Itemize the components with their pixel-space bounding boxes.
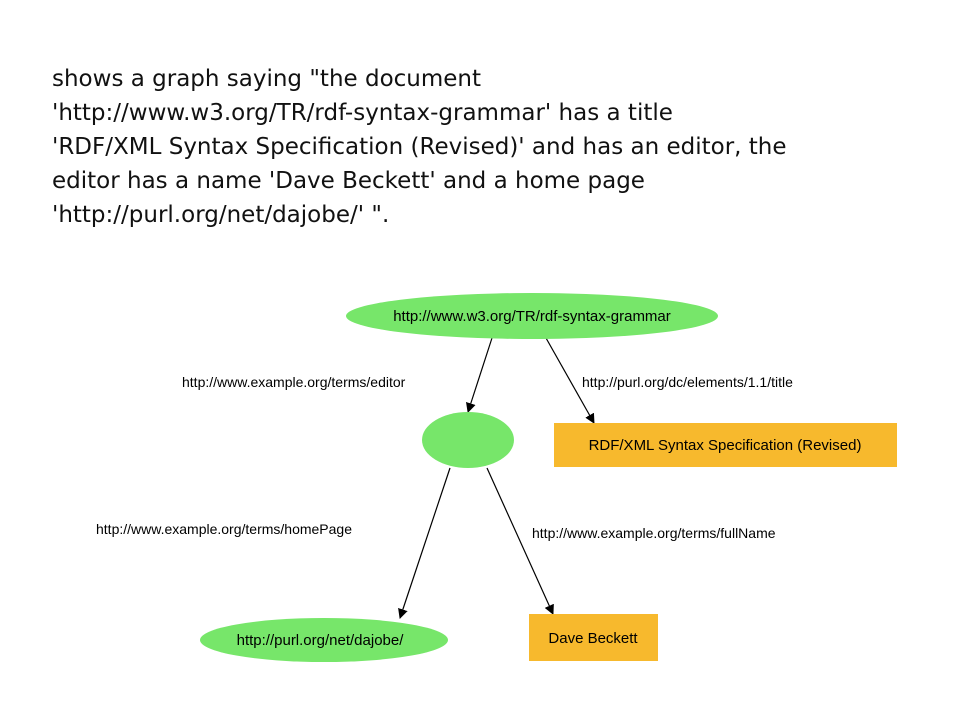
edge-label-editor: http://www.example.org/terms/editor bbox=[182, 374, 406, 390]
node-homepage bbox=[200, 618, 448, 662]
node-document bbox=[346, 293, 718, 339]
caption-line-3: 'RDF/XML Syntax Specification (Revised)'… bbox=[52, 134, 787, 160]
caption-line-2: 'http://www.w3.org/TR/rdf-syntax-grammar… bbox=[52, 100, 673, 126]
caption-line-1: shows a graph saying "the document bbox=[52, 66, 482, 92]
node-title-literal-label: RDF/XML Syntax Specification (Revised) bbox=[589, 437, 862, 454]
node-homepage-label: http://purl.org/net/dajobe/ bbox=[237, 632, 405, 649]
node-editor-blank bbox=[422, 412, 514, 468]
edge-label-fullname: http://www.example.org/terms/fullName bbox=[532, 525, 776, 541]
node-name-literal bbox=[529, 614, 658, 661]
edge-fullname-line bbox=[486, 467, 554, 615]
edge-homepage-line bbox=[398, 467, 451, 619]
edge-editor-line bbox=[466, 337, 493, 413]
caption-line-4: editor has a name 'Dave Beckett' and a h… bbox=[52, 168, 645, 194]
caption-text: shows a graph saying "the document 'http… bbox=[52, 62, 912, 232]
node-document-label: http://www.w3.org/TR/rdf-syntax-grammar bbox=[393, 308, 671, 325]
edge-label-homepage: http://www.example.org/terms/homePage bbox=[96, 521, 352, 537]
edge-title-line bbox=[545, 337, 595, 424]
node-name-literal-label: Dave Beckett bbox=[548, 630, 638, 647]
edge-label-title: http://purl.org/dc/elements/1.1/title bbox=[582, 374, 793, 390]
caption-line-5: 'http://purl.org/net/dajobe/' ". bbox=[52, 202, 390, 228]
node-title-literal bbox=[554, 423, 897, 467]
